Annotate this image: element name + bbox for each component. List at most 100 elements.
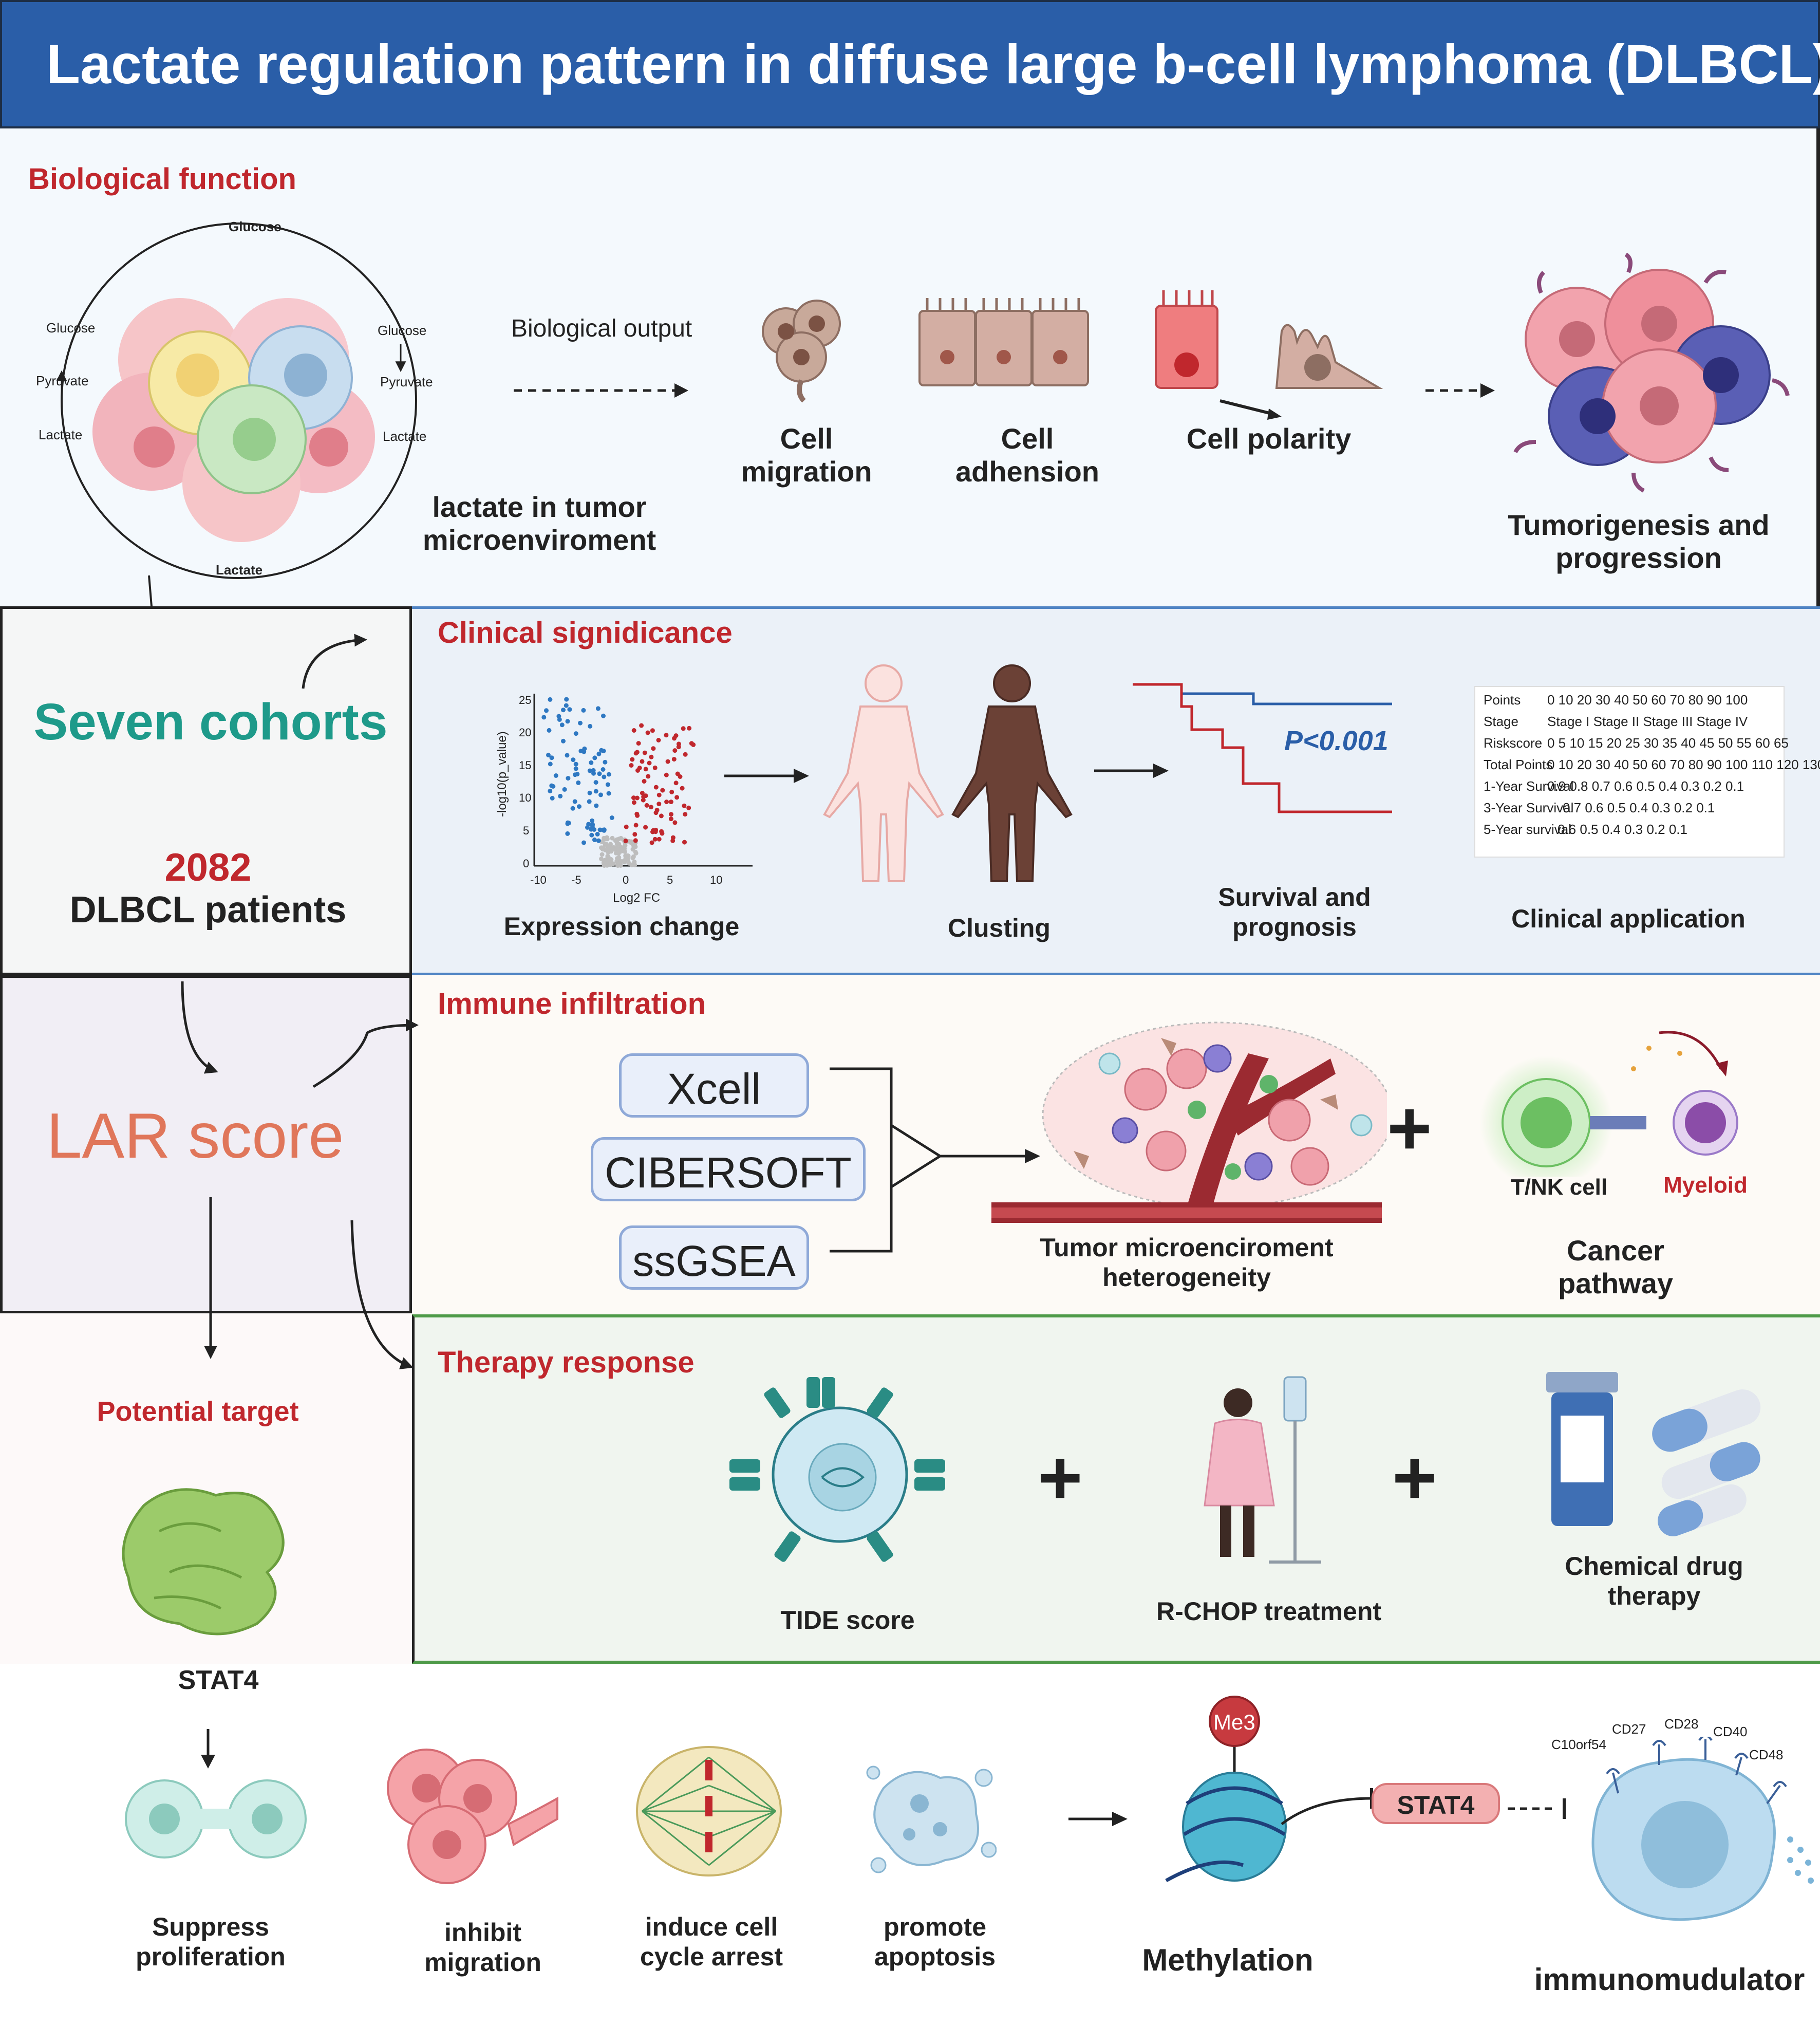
volcano-point-up xyxy=(656,837,662,842)
volcano-point-up xyxy=(664,733,669,738)
svg-text:25: 25 xyxy=(519,694,531,707)
therapy-plus-2: + xyxy=(1392,1434,1437,1520)
volcano-point-up xyxy=(633,838,638,843)
volcano-point-ns xyxy=(606,850,611,855)
volcano-point-up xyxy=(649,754,654,759)
svg-text:15: 15 xyxy=(519,759,531,772)
volcano-point-down xyxy=(565,753,570,758)
immune-section-title: Immune infiltration xyxy=(438,987,706,1020)
volcano-point-up xyxy=(656,792,662,797)
svg-text:-5: -5 xyxy=(571,874,581,886)
volcano-point-down xyxy=(551,784,556,789)
svg-text:5: 5 xyxy=(523,824,529,837)
volcano-point-down xyxy=(562,787,567,792)
clustering-arrow xyxy=(1094,764,1169,778)
volcano-point-down xyxy=(544,708,549,713)
volcano-point-down xyxy=(602,774,607,779)
volcano-point-up xyxy=(643,767,648,772)
cell-polarity-icon xyxy=(1155,290,1383,420)
cancer-pathway-label: Cancer pathway xyxy=(1558,1234,1674,1300)
tumor-mass-icon xyxy=(1513,252,1790,493)
volcano-point-down xyxy=(593,789,598,794)
volcano-point-up xyxy=(668,816,673,822)
volcano-point-up xyxy=(656,738,661,742)
volcano-point-down xyxy=(572,799,577,804)
p-value-label: P<0.001 xyxy=(1284,726,1389,756)
volcano-point-up xyxy=(637,766,642,770)
volcano-point-down xyxy=(601,713,606,718)
effect-suppress-proliferation: Suppress proliferation xyxy=(136,1912,286,1971)
volcano-point-down xyxy=(589,832,594,838)
volcano-point-ns xyxy=(624,853,629,858)
volcano-point-down xyxy=(605,782,610,787)
volcano-point-down xyxy=(581,840,586,845)
potential-target-title: Potential target xyxy=(97,1396,299,1427)
cell-adhension-icon xyxy=(918,298,1089,386)
marker-cd27: CD27 xyxy=(1612,1721,1646,1737)
rchop-treatment-icon xyxy=(1204,1376,1321,1564)
volcano-point-up xyxy=(640,759,645,764)
method-ssgsea: ssGSEA xyxy=(619,1225,809,1290)
volcano-point-down xyxy=(606,791,611,796)
volcano-point-ns xyxy=(616,855,622,860)
volcano-point-down xyxy=(567,707,572,712)
volcano-point-up xyxy=(651,746,656,751)
volcano-point-up xyxy=(673,781,679,786)
volcano-point-up xyxy=(680,786,685,791)
volcano-point-up xyxy=(660,831,665,836)
chemical-drug-label: Chemical drug therapy xyxy=(1565,1552,1743,1610)
volcano-point-up xyxy=(672,820,678,825)
volcano-point-up xyxy=(650,728,655,733)
volcano-point-up xyxy=(664,800,669,805)
volcano-point-down xyxy=(596,838,601,843)
nomogram-figure: Points 0 10 20 30 40 50 60 70 80 90 100 … xyxy=(1474,686,1820,858)
volcano-point-down xyxy=(587,790,592,795)
volcano-point-down xyxy=(582,746,587,751)
svg-text:-10: -10 xyxy=(530,874,547,886)
methylation-nucleosome-icon: Me3 xyxy=(1165,1696,1287,1883)
volcano-point-up xyxy=(648,805,653,810)
volcano-point-down xyxy=(573,766,578,771)
volcano-point-down xyxy=(595,832,600,837)
volcano-point-down xyxy=(549,755,554,760)
cell-migration-icon xyxy=(762,300,841,403)
volcano-point-down xyxy=(577,804,581,809)
volcano-point-up xyxy=(652,837,658,842)
volcano-point-up xyxy=(640,791,645,795)
tnk-cell-label: T/NK cell xyxy=(1510,1175,1608,1200)
tide-score-label: TIDE score xyxy=(780,1606,915,1634)
volcano-point-ns xyxy=(627,861,632,866)
cycle-right-pyruvate: Pyruvate xyxy=(380,374,433,389)
volcano-point-ns xyxy=(607,856,612,861)
cell-polarity-label: Cell polarity xyxy=(1186,422,1352,455)
inhibit-migration-icon xyxy=(387,1749,558,1884)
therapy-section-title: Therapy response xyxy=(438,1346,695,1379)
volcano-point-down xyxy=(573,761,578,767)
volcano-point-down xyxy=(593,780,598,785)
volcano-point-ns xyxy=(615,863,621,868)
volcano-point-up xyxy=(643,825,648,830)
volcano-point-down xyxy=(595,706,601,711)
volcano-point-up xyxy=(639,723,644,728)
volcano-point-ns xyxy=(622,859,626,864)
volcano-point-ns xyxy=(628,840,633,845)
volcano-point-down xyxy=(589,760,594,765)
volcano-point-up xyxy=(669,812,673,817)
volcano-point-up xyxy=(634,811,640,816)
volcano-point-up xyxy=(681,726,686,731)
cancer-pathway-icon xyxy=(1479,1031,1738,1177)
volcano-point-up xyxy=(672,736,677,741)
volcano-point-up xyxy=(676,741,681,747)
volcano-point-down xyxy=(571,757,576,763)
volcano-point-down xyxy=(570,806,575,811)
methylation-label: Methylation xyxy=(1142,1943,1314,1977)
volcano-point-up xyxy=(641,794,646,800)
survival-prognosis-label: Survival and prognosis xyxy=(1218,883,1371,941)
volcano-point-down xyxy=(548,761,553,767)
volcano-point-down xyxy=(556,714,561,719)
volcano-point-up xyxy=(672,748,678,753)
volcano-point-ns xyxy=(615,842,621,847)
stat4-down-arrow xyxy=(201,1729,215,1769)
volcano-point-down xyxy=(601,749,606,753)
therapy-plus-1: + xyxy=(1038,1434,1083,1520)
